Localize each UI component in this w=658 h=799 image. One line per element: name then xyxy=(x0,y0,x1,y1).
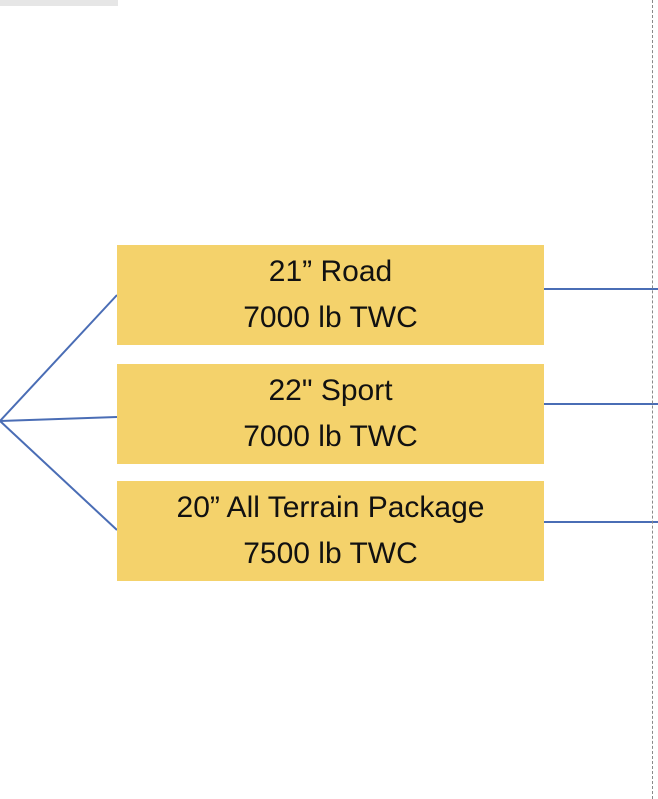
top-edge-fragment xyxy=(0,0,118,6)
connector-left-to-sport xyxy=(0,416,118,422)
option-title: 21” Road xyxy=(268,255,393,288)
option-title: 22" Sport xyxy=(268,374,393,407)
option-subtitle: 7000 lb TWC xyxy=(243,301,418,334)
option-title: 20” All Terrain Package xyxy=(176,491,485,524)
option-subtitle: 7500 lb TWC xyxy=(243,537,418,570)
dashed-divider xyxy=(652,0,653,799)
option-subtitle: 7000 lb TWC xyxy=(243,420,418,453)
option-box-sport: 22" Sport 7000 lb TWC xyxy=(117,364,544,464)
option-box-road: 21” Road 7000 lb TWC xyxy=(117,245,544,345)
connector-left-to-road xyxy=(0,294,118,422)
connector-left-to-all-terrain xyxy=(0,420,118,531)
option-box-all-terrain: 20” All Terrain Package 7500 lb TWC xyxy=(117,481,544,581)
